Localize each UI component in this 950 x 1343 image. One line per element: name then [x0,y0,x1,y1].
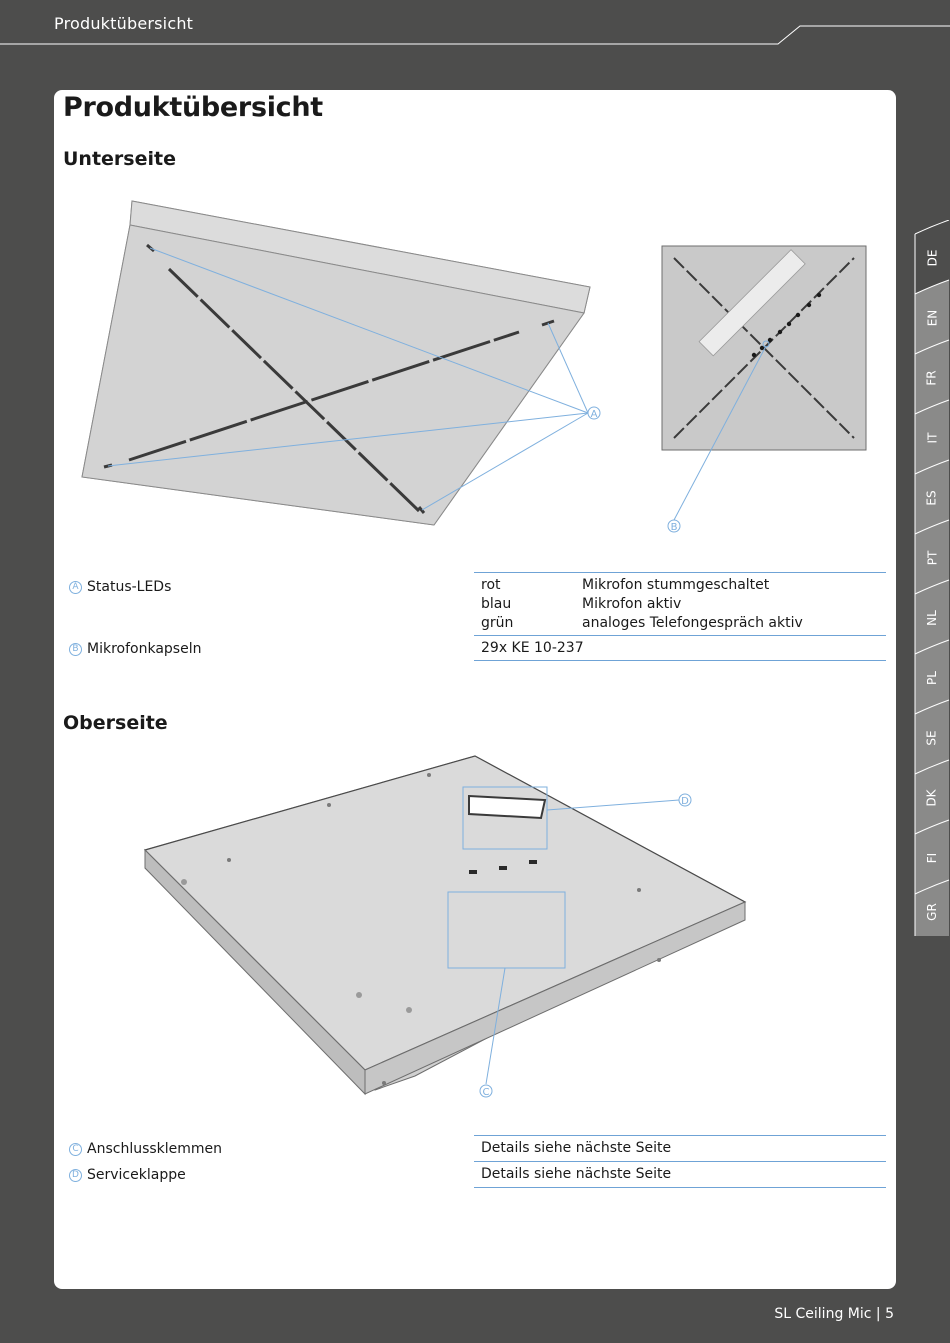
content-card: Produktübersicht Unterseite A [54,90,896,1289]
section-title-bottom: Unterseite [63,148,176,170]
tab-dk[interactable]: DK [924,789,939,807]
legend-label: Serviceklappe [87,1167,186,1183]
figure-underside: A [81,200,601,526]
tab-pl[interactable]: PL [924,671,939,685]
legend-item-service-flap: D Serviceklappe [69,1167,186,1183]
callout-c: C [483,1087,490,1098]
legend-label: Status-LEDs [87,579,172,595]
tab-fi[interactable]: FI [924,852,939,864]
callout-b: B [671,522,678,533]
footer-separator: | [875,1306,886,1322]
tab-it[interactable]: IT [925,432,939,444]
legend-letter: A [69,580,82,594]
page-title: Produktübersicht [63,92,323,123]
table-rule [474,1161,886,1162]
legend-item-status-leds: A Status-LEDs [69,579,171,595]
legend-item-terminals: C Anschlussklemmen [69,1141,222,1157]
footer-product: SL Ceiling Mic [774,1306,872,1322]
table-rule [474,1187,886,1188]
figure-topside: D C [143,755,747,1098]
legend-letter: C [69,1142,82,1156]
tab-nl[interactable]: NL [924,610,939,626]
terminals-detail: Details siehe nächste Seite [481,1140,672,1156]
tab-gr[interactable]: GR [924,903,939,921]
figure-capsule-detail: B [661,245,867,533]
table-rule [474,572,886,573]
page-footer: SL Ceiling Mic | 5 [774,1306,894,1322]
tab-es[interactable]: ES [924,490,939,506]
tab-fr[interactable]: FR [925,370,939,386]
table-rule [474,1135,886,1136]
header-rule [0,25,950,45]
tab-en[interactable]: EN [925,309,939,327]
legend-letter: D [69,1168,82,1182]
legend-letter: B [69,642,82,656]
section-title-top: Oberseite [63,712,168,734]
legend-item-capsules: B Mikrofonkapseln [69,641,201,657]
table-rule [474,660,886,661]
callout-a: A [591,409,598,420]
led-meaning: analoges Telefongespräch aktiv [582,615,803,631]
tab-de[interactable]: DE [924,249,939,267]
legend-label: Mikrofonkapseln [87,641,202,657]
footer-page-number: 5 [885,1306,894,1322]
capsules-value: 29x KE 10-237 [481,640,584,656]
running-header: Produktübersicht [54,14,194,33]
tab-background [914,220,950,936]
table-rule [474,635,886,636]
tab-pt[interactable]: PT [924,550,939,566]
led-color: blau [481,596,512,612]
led-color: grün [481,615,514,631]
legend-label: Anschlussklemmen [87,1141,223,1157]
led-meaning: Mikrofon aktiv [582,596,682,612]
led-color: rot [481,577,501,593]
tab-se[interactable]: SE [924,730,939,746]
led-meaning: Mikrofon stummgeschaltet [582,577,770,593]
callout-d: D [681,796,689,807]
service-flap-detail: Details siehe nächste Seite [481,1166,672,1182]
